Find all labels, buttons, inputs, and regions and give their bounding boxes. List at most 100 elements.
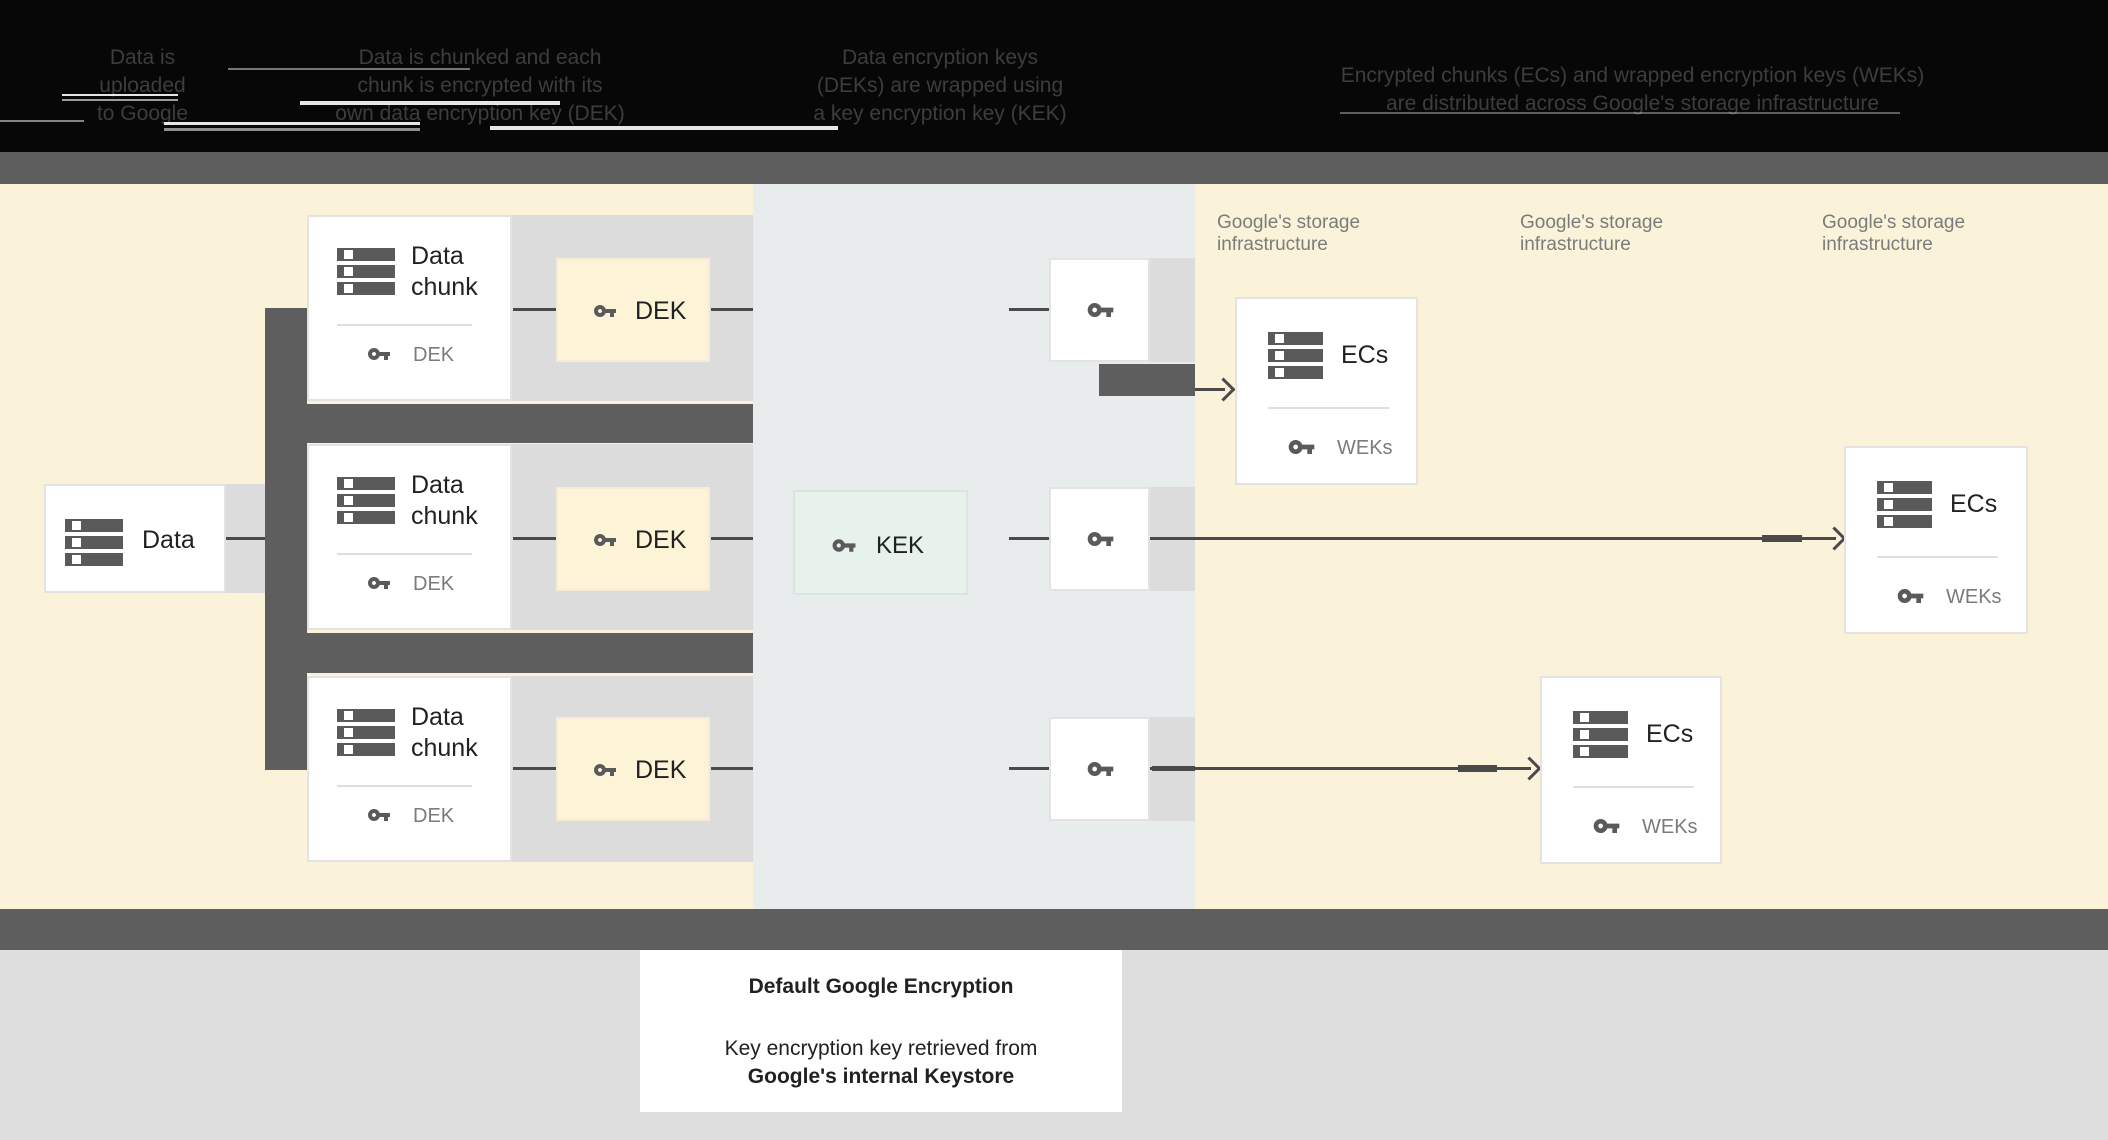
divider [337,785,472,787]
connector-line [711,767,753,770]
key-icon [1078,525,1123,553]
redaction-artifact [0,120,84,122]
key-icon [360,342,398,366]
divider [1877,556,1998,558]
dek-box: DEK [556,258,710,362]
storage-label-line: infrastructure [1217,234,1328,255]
redaction-artifact [62,99,178,101]
key-icon [1078,296,1123,324]
chunk-label: Data chunk [411,470,478,532]
arrow-thick-segment [1458,765,1497,772]
header-step-4-line: are distributed across Google's storage … [1385,92,1880,115]
key-box-bg [1150,258,1195,362]
chunk-dek-label: DEK [413,344,455,366]
redaction-artifact [490,126,838,130]
ecs-label: ECs [1341,341,1389,369]
chunk-label-line: chunk [411,502,478,530]
row-separator-band [307,404,753,443]
redaction-artifact [164,122,420,125]
storage-label-line: Google's storage [1520,212,1664,233]
connector-line [513,308,556,311]
header-step-4: Encrypted chunks (ECs) and wrapped encry… [1315,62,1950,118]
server-icon [1268,332,1323,383]
key-icon [586,528,624,552]
server-icon [337,477,395,528]
wrap-key-box [1049,258,1150,362]
storage-label: Google's storage infrastructure [1520,212,1663,256]
data-box-label: Data [142,526,195,554]
storage-label-line: Google's storage [1822,212,1966,233]
header-step-2-line: Data is chunked and each [358,46,602,69]
arrow-shaft [1150,767,1531,770]
storage-label-line: infrastructure [1520,234,1631,255]
weks-label: WEKs [1337,437,1393,459]
divider [337,553,472,555]
arrow-shaft [1195,388,1225,391]
server-icon [1573,711,1628,762]
ecs-label: ECs [1950,490,1998,518]
header-step-3-line: a key encryption key (KEK) [813,102,1067,125]
dek-box-label: DEK [635,756,687,784]
chunk-label-line: chunk [411,734,478,762]
key-icon [1888,582,1933,610]
ecs-label: ECs [1646,720,1694,748]
connector-line [513,537,556,540]
connector-line [1009,537,1049,540]
chunk-label-line: Data [411,703,464,731]
data-chunk-box: Data chunk DEK [307,444,512,630]
top-separator-band [0,152,2108,184]
caption-box: Default Google Encryption Key encryption… [640,950,1122,1112]
key-icon [360,571,398,595]
weks-label: WEKs [1946,586,2002,608]
connector-line [711,537,753,540]
header-step-3: Data encryption keys (DEKs) are wrapped … [740,44,1140,128]
arrow-shaft [1150,537,1836,540]
header-step-3-line: Data encryption keys [841,46,1039,69]
bottom-separator-band [0,909,2108,950]
server-icon [65,519,123,570]
key-icon [360,803,398,827]
key-icon [824,533,864,558]
server-icon [337,248,395,299]
ecs-box: ECs WEKs [1540,676,1722,864]
server-icon [337,709,395,760]
dek-box-label: DEK [635,526,687,554]
header-step-3-line: (DEKs) are wrapped using [816,74,1064,97]
header-step-1-line: uploaded [99,74,186,97]
header-band: Data is uploaded to Google Data is chunk… [0,0,2108,152]
header-step-1-line: to Google [96,102,189,125]
divider [337,324,472,326]
caption-line1: Key encryption key retrieved from [724,1037,1038,1060]
key-icon [1078,755,1123,783]
chunk-label-line: chunk [411,273,478,301]
redaction-artifact [228,68,470,70]
chunk-dek-label: DEK [413,805,455,827]
header-step-1-line: Data is [109,46,176,69]
chunk-label-line: Data [411,242,464,270]
divider [1573,786,1694,788]
redaction-artifact [1340,112,1900,114]
dek-box-label: DEK [635,297,687,325]
connector-line [1009,767,1049,770]
kek-box: KEK [793,490,968,595]
arrow-thick-segment [1762,535,1802,542]
divider [1268,407,1389,409]
server-icon [1877,481,1932,532]
ecs-box: ECs WEKs [1844,446,2028,634]
header-step-2-line: chunk is encrypted with its [357,74,603,97]
chunk-label-line: Data [411,471,464,499]
header-step-4-line: Encrypted chunks (ECs) and wrapped encry… [1340,64,1925,87]
row-separator-band [307,633,753,673]
fork-bar [265,308,307,770]
wrap-key-box [1049,717,1150,821]
arrow-thick-segment [1152,766,1195,771]
caption-line2: Google's internal Keystore [747,1065,1015,1088]
key-icon [1279,433,1324,461]
connector-line [226,537,265,540]
key-icon [586,758,624,782]
redaction-artifact [300,101,560,105]
redaction-artifact [62,94,178,96]
key-icon [586,299,624,323]
storage-label: Google's storage infrastructure [1217,212,1360,256]
